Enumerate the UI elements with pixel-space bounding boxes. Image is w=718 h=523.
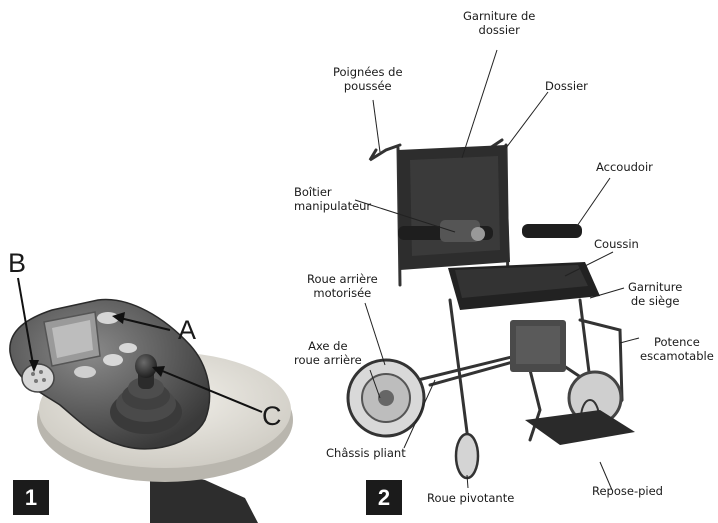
label-garniture-de-dossier: Garniture de dossier: [463, 9, 536, 37]
panel-1-badge: 1: [13, 480, 49, 515]
label-repose-pied: Repose-pied: [592, 484, 663, 498]
label-accoudoir: Accoudoir: [596, 160, 653, 174]
label-chassis-pliant: Châssis pliant: [326, 446, 406, 460]
callout-a: A: [178, 315, 197, 345]
callout-c: C: [262, 401, 282, 431]
label-garniture-de-siege: Garniture de siège: [628, 280, 683, 308]
panel-2-badge: 2: [366, 480, 402, 515]
label-dossier: Dossier: [545, 79, 588, 93]
label-boitier-manipulateur: Boîtier manipulateur: [294, 185, 372, 213]
label-potence-escamotable: Potence escamotable: [640, 335, 714, 363]
label-coussin: Coussin: [594, 237, 639, 251]
label-roue-arriere-motorisee: Roue arrière motorisée: [307, 272, 378, 300]
label-poignees-de-poussee: Poignées de poussée: [333, 65, 403, 93]
label-axe-de-roue-arriere: Axe de roue arrière: [294, 339, 362, 367]
label-roue-pivotante: Roue pivotante: [427, 491, 515, 505]
joystick-controller-photo: [9, 277, 293, 523]
callout-b: B: [8, 248, 27, 278]
